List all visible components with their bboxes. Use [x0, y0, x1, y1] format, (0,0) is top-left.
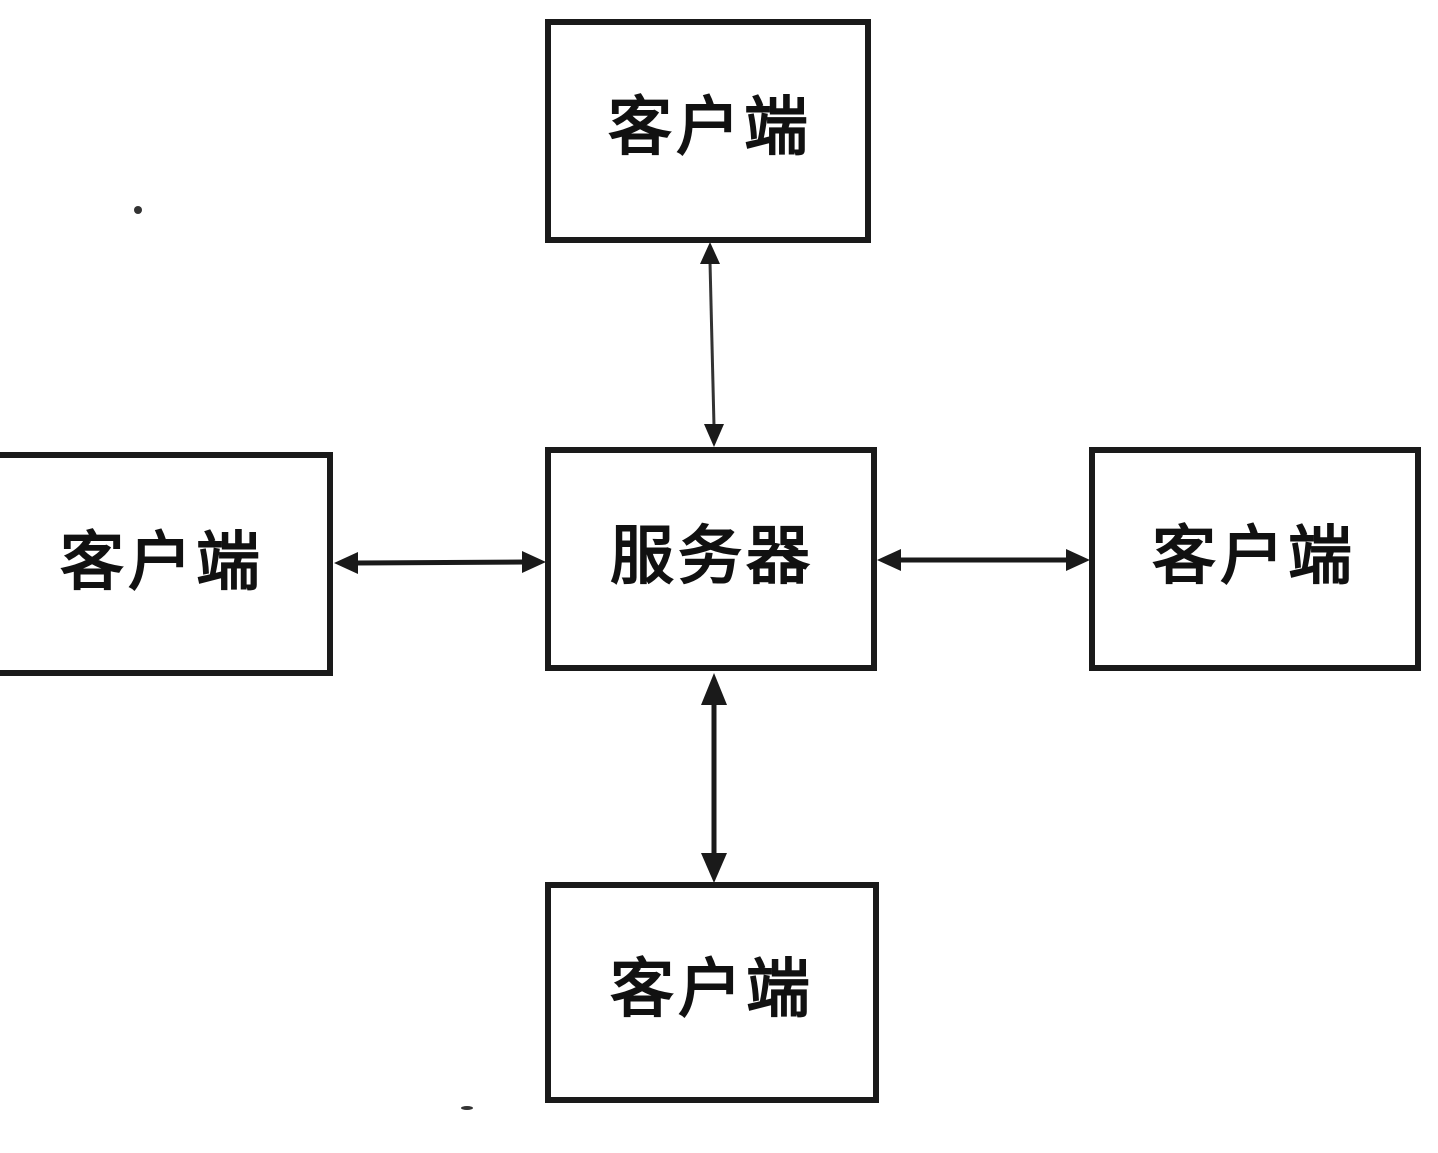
node-client-bottom-box — [545, 882, 879, 1103]
connector-top-server-line — [708, 261, 716, 427]
arrow-head-up-icon — [700, 242, 720, 264]
scan-speck — [134, 206, 142, 214]
node-client-right-label: 客户端 — [1152, 520, 1356, 594]
arrow-head-left-icon — [877, 549, 901, 571]
arrow-head-right-icon — [522, 551, 546, 573]
node-client-right-box — [1089, 447, 1421, 671]
arrow-head-down-icon — [701, 853, 727, 883]
connector-top-server — [700, 242, 724, 447]
node-client-right: 客户端 — [1089, 447, 1421, 671]
node-client-left-label: 客户端 — [60, 526, 264, 600]
connector-left-server — [334, 551, 546, 574]
node-client-bottom: 客户端 — [545, 882, 879, 1103]
connector-server-bottom — [701, 673, 727, 883]
scan-speck — [461, 1106, 473, 1110]
arrow-head-down-icon — [704, 424, 724, 447]
node-server: 服务器 — [545, 447, 877, 671]
node-server-box — [545, 447, 877, 671]
node-client-left: 客户端 — [0, 452, 333, 676]
node-server-label: 服务器 — [610, 520, 814, 594]
arrow-head-right-icon — [1066, 549, 1090, 571]
node-client-left-box — [0, 452, 333, 676]
connector-left-server-line — [354, 559, 526, 566]
node-client-top-label: 客户端 — [608, 91, 812, 165]
arrow-head-left-icon — [334, 552, 358, 574]
node-client-top-box — [545, 19, 871, 243]
connector-server-right — [877, 549, 1090, 571]
node-client-bottom-label: 客户端 — [610, 953, 814, 1027]
node-client-top: 客户端 — [545, 19, 871, 243]
arrow-head-up-icon — [701, 673, 727, 705]
